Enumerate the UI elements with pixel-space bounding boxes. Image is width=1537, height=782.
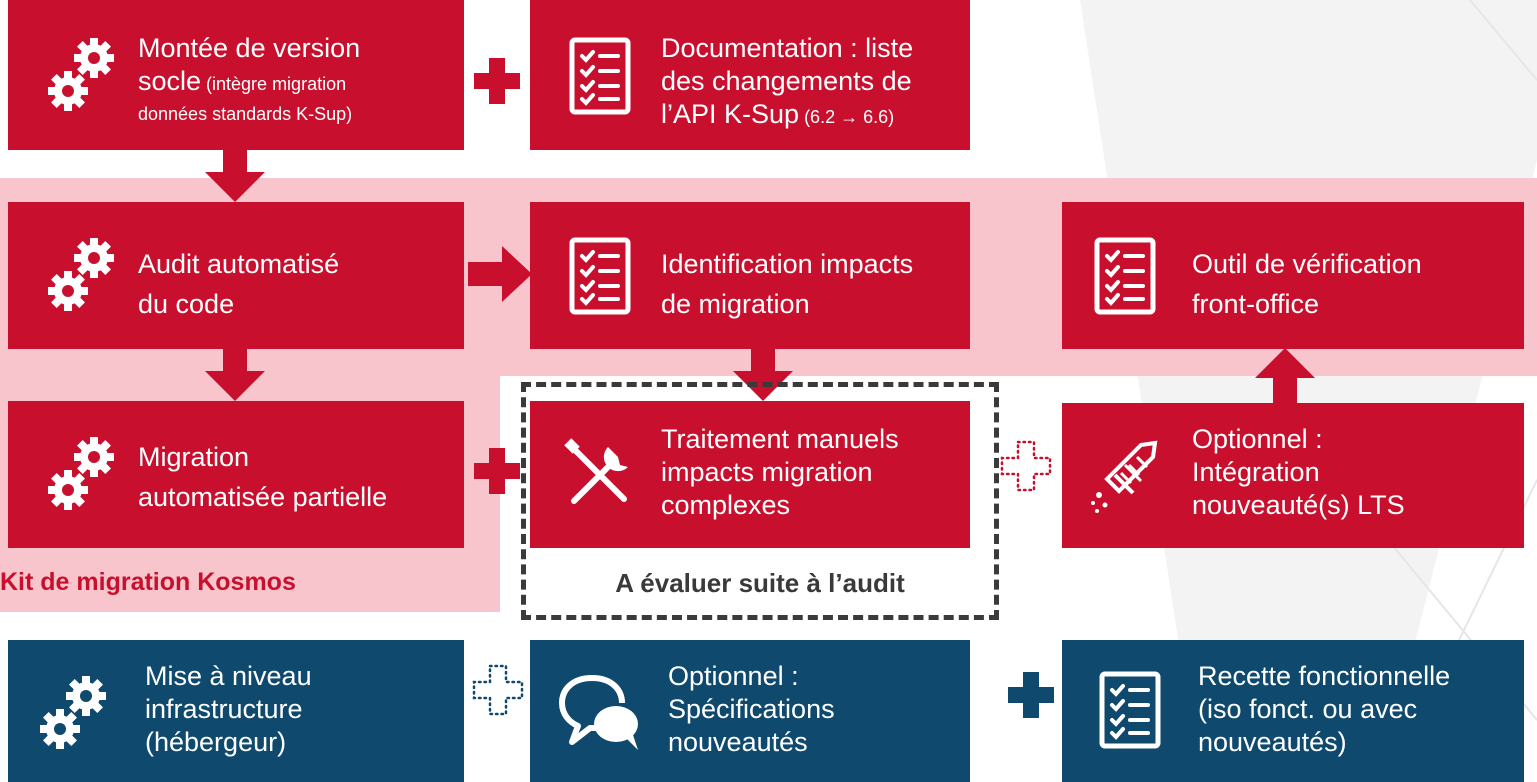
montee-version-box: Montée de version socle (intègre migrati…: [8, 0, 464, 150]
optionnel-lts-label: Optionnel : Intégration nouveauté(s) LTS: [1192, 424, 1405, 520]
gears-icon: [48, 437, 114, 510]
arrow-down-2: [205, 349, 265, 401]
documentation-label: Documentation : liste des changements de…: [661, 33, 914, 129]
chat-icon: [559, 675, 638, 750]
gears-icon: [48, 238, 114, 311]
kit-title: Kit de migration Kosmos: [0, 568, 296, 596]
checklist-icon: [1099, 671, 1161, 749]
gears-icon: [48, 38, 114, 111]
traitement-label: Traitement manuels impacts migration com…: [661, 424, 899, 520]
checklist-icon: [569, 37, 631, 115]
gears-icon: [40, 676, 106, 749]
tools-icon: [564, 438, 628, 504]
infrastructure-label: Mise à niveau infrastructure (hébergeur): [145, 661, 312, 757]
checklist-icon: [569, 237, 631, 315]
identification-box: Identification impacts de migration: [530, 202, 970, 349]
recette-label: Recette fonctionnelle (iso fonct. ou ave…: [1198, 661, 1451, 757]
outil-verification-label: Outil de vérification front-office: [1192, 249, 1422, 319]
migration-box: Migration automatisée partielle: [8, 401, 464, 548]
recette-box: Recette fonctionnelle (iso fonct. ou ave…: [1062, 640, 1524, 782]
montee-version-label: Montée de version socle (intègre migrati…: [138, 33, 361, 124]
evaluation-title: A évaluer suite à l’audit: [615, 568, 905, 598]
optional-plus-icon: [1000, 440, 1052, 492]
identification-label: Identification impacts de migration: [661, 249, 914, 319]
specifications-box: Optionnel : Spécifications nouveautés: [530, 640, 970, 782]
plus-icon: [474, 58, 520, 104]
specifications-label: Optionnel : Spécifications nouveautés: [668, 661, 835, 757]
optional-plus-icon: [472, 664, 524, 716]
rocket-icon: [1091, 440, 1158, 513]
audit-box: Audit automatisé du code: [8, 202, 464, 349]
outil-verification-box: Outil de vérification front-office: [1062, 202, 1524, 349]
arrow-up: [1255, 348, 1315, 403]
evaluation-frame: [521, 382, 999, 620]
arrow-down-3: [733, 349, 793, 401]
audit-label: Audit automatisé du code: [138, 249, 340, 319]
plus-icon: [474, 448, 520, 494]
infrastructure-box: Mise à niveau infrastructure (hébergeur): [8, 640, 464, 782]
plus-icon: [1008, 672, 1054, 718]
checklist-icon: [1094, 237, 1156, 315]
migration-label: Migration automatisée partielle: [138, 442, 388, 512]
arrow-down-1: [205, 150, 265, 202]
arrow-right: [468, 246, 532, 302]
optionnel-lts-box: Optionnel : Intégration nouveauté(s) LTS: [1062, 403, 1524, 548]
traitement-box: Traitement manuels impacts migration com…: [530, 401, 970, 548]
documentation-box: Documentation : liste des changements de…: [530, 0, 970, 150]
